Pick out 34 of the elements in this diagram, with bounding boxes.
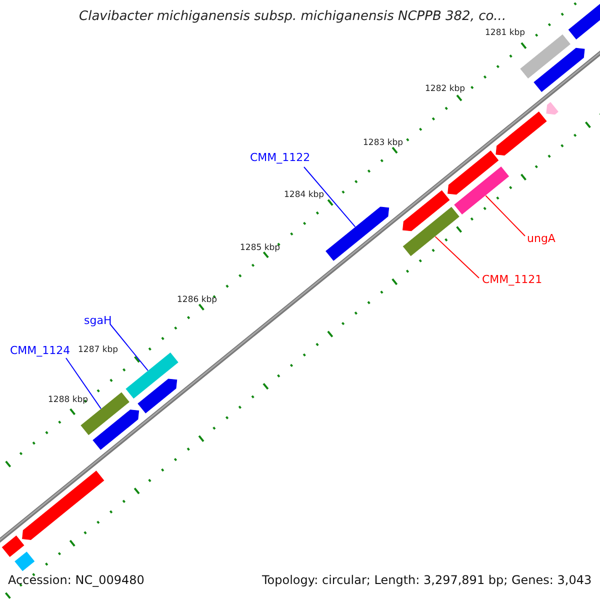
scale-label: 1284 kbp [284,191,324,201]
gene-feature [326,206,390,261]
diagram-title: Clavibacter michiganensis subsp. michiganensis NCPPB 382, co... [79,10,506,25]
gene-label: sgaH [84,315,112,328]
scale-label: 1285 kbp [240,244,280,254]
gene-label: CMM_1124 [10,345,70,358]
leader-line [110,324,148,372]
scale-label: 1288 kbp [48,396,88,406]
scale-label: 1286 kbp [177,296,218,306]
gene-feature [92,410,140,450]
gene-feature [496,111,547,156]
gene-feature [454,166,510,215]
leader-line [434,236,480,278]
scale-label: 1282 kbp [425,85,466,95]
gene-feature [448,150,499,195]
gene-label: ungA [527,233,556,246]
gene-feature [402,190,450,232]
gene-feature [402,206,460,256]
leader-line [304,166,356,228]
gene-label: CMM_1122 [250,152,310,165]
scale-label: 1287 kbp [78,346,118,356]
info-text: Topology: circular; Length: 3,297,891 bp; Genes: 3,043 [262,574,592,588]
gene-feature [534,48,585,92]
gene-feature [22,470,104,540]
scale-label: 1281 kbp [485,29,526,39]
gene-label: CMM_1121 [482,274,542,287]
leader-line [66,358,102,410]
gene-feature [546,102,558,115]
gene-feature [2,536,24,558]
scale-label: 1283 kbp [363,139,404,149]
gene-feature [138,378,178,414]
gene-feature [14,552,35,572]
info-text: Accession: NC_009480 [8,574,144,588]
gene-feature [126,352,178,399]
